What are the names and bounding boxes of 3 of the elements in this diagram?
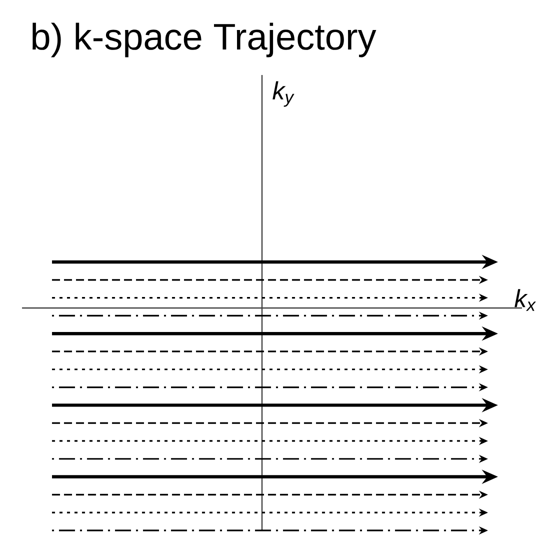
axis-label: k$_{x}$	[514, 289, 536, 311]
axis-label: k$_{y}$	[272, 81, 294, 107]
title: b) k-space Trajectory	[32, 22, 376, 58]
